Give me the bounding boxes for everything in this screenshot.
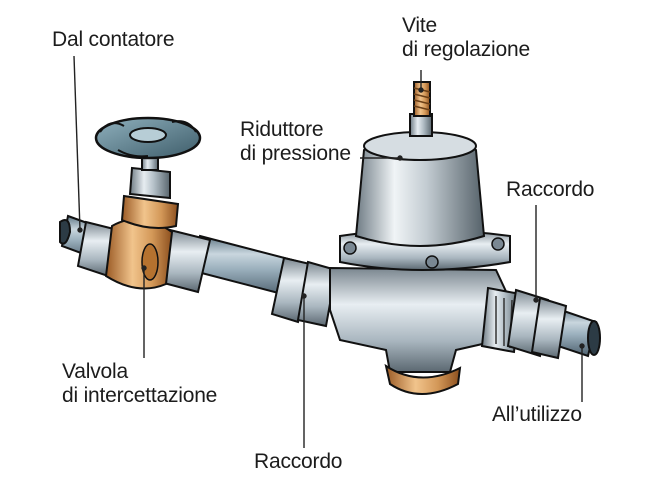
- leader-dal-contatore: [73, 55, 81, 231]
- adjusting-screw-icon: [413, 81, 431, 117]
- handwheel-icon: [94, 116, 202, 160]
- label-valvola-di-intercettazione: Valvola di intercettazione: [62, 360, 218, 407]
- label-vite-di-regolazione: Vite di regolazione: [402, 14, 530, 61]
- leader-lines: [73, 55, 585, 448]
- gate-valve: [76, 116, 212, 294]
- label-raccordo-top: Raccordo: [506, 178, 595, 201]
- label-all-utilizzo: All’utilizzo: [492, 403, 582, 426]
- label-riduttore-di-pressione: Riduttore di pressione: [240, 118, 351, 165]
- union-left: [270, 256, 338, 328]
- pressure-reducer: [329, 81, 522, 395]
- label-dal-contatore: Dal contatore: [52, 28, 175, 51]
- union-right: [506, 288, 568, 360]
- label-raccordo-bottom: Raccordo: [254, 450, 343, 473]
